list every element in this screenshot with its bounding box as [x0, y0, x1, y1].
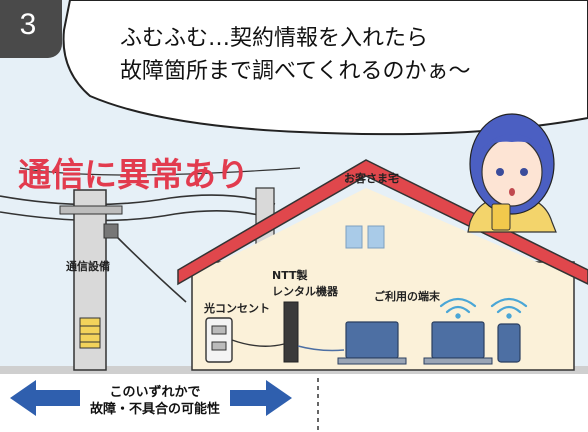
- house-window: [345, 225, 363, 249]
- arrow-label-line-1: このいずれかで: [109, 385, 201, 400]
- laptop-screen: [431, 321, 485, 359]
- smartphone: [497, 323, 521, 363]
- speech-text: ふむふむ…契約情報を入れたら 故障箇所まで調べてくれるのかぁ〜: [120, 22, 470, 88]
- terminals-label: ご利用の端末: [374, 290, 440, 303]
- pole-equipment-box: [103, 223, 119, 239]
- overhead-wire: [0, 194, 276, 206]
- optical-outlet: [205, 317, 233, 363]
- device-cable: [231, 339, 285, 347]
- device-cable: [297, 345, 345, 352]
- ntt-label-line-2: レンタル機器: [272, 285, 338, 298]
- house-window: [367, 225, 385, 249]
- panel-number-badge: 3: [0, 0, 62, 58]
- arrow-label-box: [80, 382, 230, 422]
- speech-line-1: ふむふむ…契約情報を入れたら: [120, 26, 429, 51]
- wifi-icon: [439, 297, 477, 319]
- laptop-base: [423, 357, 493, 365]
- overhead-wire: [19, 167, 301, 176]
- outlet-label: 光コンセント: [204, 302, 270, 315]
- ntt-rental-device: [283, 301, 299, 363]
- alert-text: 通信に異常あり: [18, 155, 249, 194]
- drop-cable: [111, 231, 187, 303]
- ntt-label-line-1: NTT製: [272, 269, 308, 282]
- pole-label: 通信設備: [66, 260, 110, 273]
- house-label: お客さま宅: [344, 172, 399, 185]
- arrow-label: このいずれかで 故障・不具合の可能性: [80, 384, 230, 418]
- optical-outlet-port: [211, 341, 227, 351]
- ntt-device-label: NTT製 レンタル機器: [272, 268, 338, 300]
- roof: [177, 159, 588, 286]
- pole-crossarm: [59, 205, 123, 215]
- laptop-base: [337, 357, 407, 365]
- arrow-label-line-2: 故障・不具合の可能性: [89, 402, 220, 417]
- optical-outlet-port: [211, 325, 227, 335]
- character-woman: [467, 113, 557, 233]
- overhead-wire: [0, 210, 271, 222]
- panel-number: 3: [19, 8, 37, 41]
- pole-marker: [79, 317, 101, 349]
- laptop-screen: [345, 321, 399, 359]
- speech-line-2: 故障箇所まで調べてくれるのかぁ〜: [120, 59, 471, 84]
- wifi-icon: [490, 297, 528, 319]
